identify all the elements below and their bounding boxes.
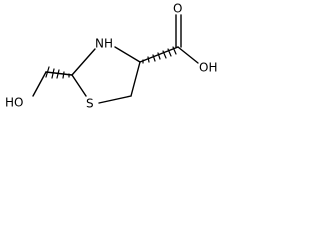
atom-alcohol-ho-label: HO — [5, 96, 23, 110]
hashed-wedge-c4 — [142, 46, 177, 64]
atom-nh-label: NH — [95, 37, 113, 51]
bond-c5-s — [98, 95, 132, 104]
atom-s-label: S — [86, 97, 94, 111]
bond-carboxyl-oh — [177, 46, 199, 64]
chemical-structure: NH S O OH HO — [5, 2, 217, 111]
bond-c2-n — [71, 48, 96, 76]
bond-n-c4 — [114, 46, 141, 63]
bond-c2-ch2 — [45, 71, 73, 76]
bond-s-c2 — [71, 74, 87, 97]
bond-c4-c5 — [130, 61, 141, 97]
atom-acid-oh-label: OH — [199, 61, 217, 75]
bond-ch2-oh — [32, 71, 47, 97]
atom-carbonyl-o-label: O — [173, 2, 182, 16]
